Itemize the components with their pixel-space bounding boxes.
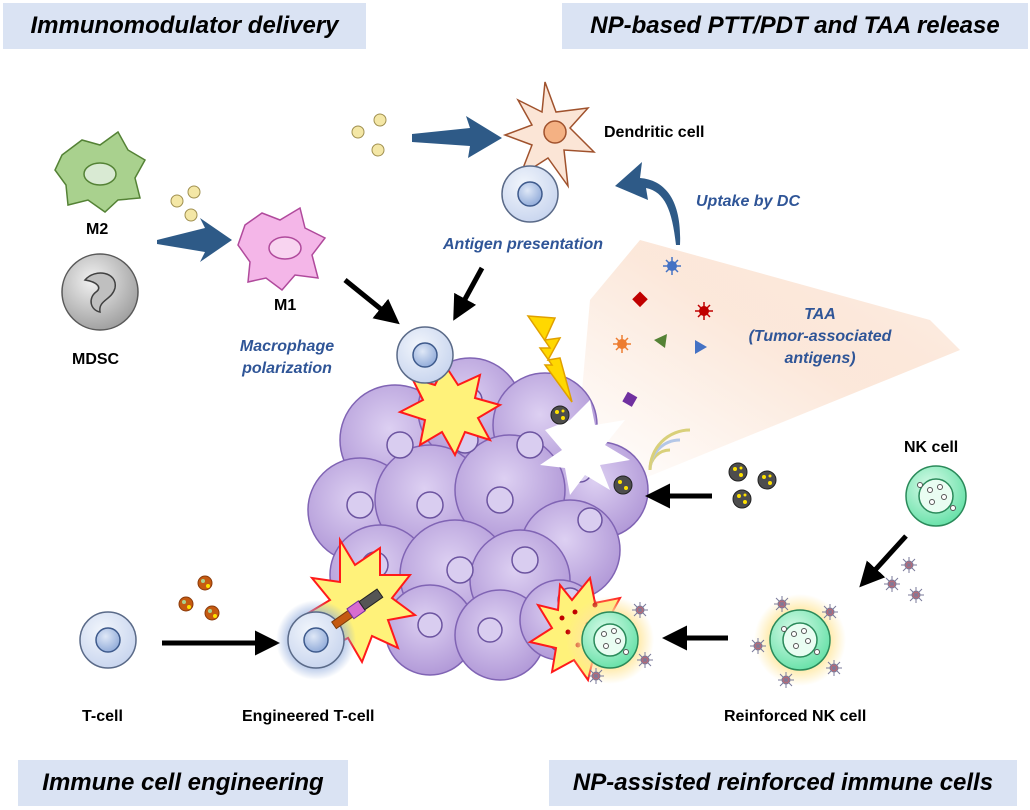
arrow-to-dendritic-cell xyxy=(412,116,502,158)
immunomodulator-nanoparticles-dc xyxy=(351,113,387,157)
engineered-t-cell xyxy=(276,588,384,680)
annotation-macrophage-polarization: Macrophage polarization xyxy=(226,336,348,380)
m2-macrophage xyxy=(54,130,147,213)
m1-macrophage xyxy=(237,206,327,292)
tumor-mass xyxy=(307,357,649,681)
tcell-nanoparticles xyxy=(178,575,220,621)
arrow-m2-to-m1 xyxy=(157,218,232,262)
annotation-uptake-by-dc: Uptake by DC xyxy=(696,193,801,210)
arrow-m1-to-tumor xyxy=(343,278,400,325)
label-dendritic-cell: Dendritic cell xyxy=(604,124,705,141)
label-mdsc: MDSC xyxy=(72,351,120,368)
arrow-uptake-by-dc xyxy=(615,162,681,245)
apc-cell-dc xyxy=(501,165,559,223)
annotation-taa-line1: TAA xyxy=(804,306,836,323)
arrow-presentation-to-tumor xyxy=(453,266,485,321)
label-engineered-t-cell: Engineered T-cell xyxy=(242,708,375,725)
annotation-taa-line2: (Tumor-associated xyxy=(748,328,892,345)
ultrasound-waves-icon xyxy=(648,428,691,471)
banner-immune-cell-engineering: Immune cell engineering xyxy=(18,760,348,806)
annotation-antigen-presentation: Antigen presentation xyxy=(443,236,604,253)
label-t-cell: T-cell xyxy=(82,708,123,725)
banner-immunomodulator-delivery: Immunomodulator delivery xyxy=(3,3,366,49)
t-cell xyxy=(79,611,137,669)
annotation-macrophage-line2: polarization xyxy=(242,360,332,377)
label-nk-cell: NK cell xyxy=(904,439,959,456)
label-m1: M1 xyxy=(274,297,297,314)
annotation-macrophage-line1: Macrophage xyxy=(239,338,335,355)
dendritic-cell xyxy=(502,81,596,189)
arrow-nk-to-reinforced xyxy=(859,534,908,588)
nk-cell-attacking xyxy=(566,596,654,684)
taa-antigens xyxy=(613,257,713,407)
release-beam xyxy=(575,240,960,480)
immunomodulator-nanoparticles-m2 xyxy=(170,185,201,222)
lightning-bolt xyxy=(526,315,573,403)
mdsc-cell xyxy=(61,253,139,331)
annotation-taa-line3: antigens) xyxy=(784,350,856,367)
nanoparticle-tumor xyxy=(550,405,633,495)
ptt-nanoparticles xyxy=(728,462,777,509)
annotation-taa: TAA (Tumor-associated antigens) xyxy=(730,304,910,370)
burst-star-top xyxy=(397,362,503,458)
nk-cell xyxy=(905,465,967,527)
banner-reinforced-immune-cells: NP-assisted reinforced immune cells xyxy=(549,760,1017,806)
nk-nanoparticles xyxy=(884,557,924,603)
reinforced-nk-cell xyxy=(750,594,846,688)
label-reinforced-nk-cell: Reinforced NK cell xyxy=(724,708,867,725)
apc-cell-top xyxy=(396,326,454,384)
label-m2: M2 xyxy=(86,221,109,238)
banner-ptt-taa-release: NP-based PTT/PDT and TAA release xyxy=(562,3,1028,49)
